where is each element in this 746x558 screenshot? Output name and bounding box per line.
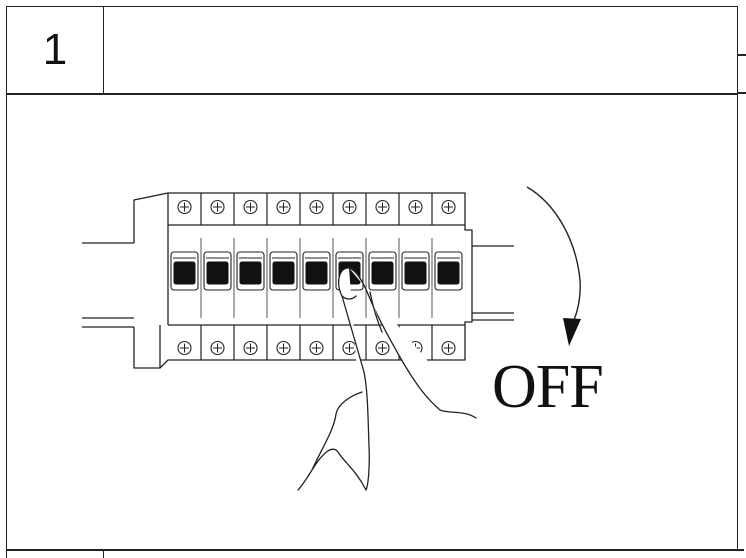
- toggle-lever: [305, 261, 328, 285]
- toggle-lever: [173, 261, 196, 285]
- off-label: OFF: [492, 353, 604, 421]
- toggle-lever: [437, 261, 460, 285]
- toggle-lever: [272, 261, 295, 285]
- off-arrow: [526, 186, 581, 321]
- toggle-lever: [371, 261, 394, 285]
- hand: [297, 267, 477, 491]
- panel-frame: [6, 6, 738, 551]
- edge-mark: [738, 54, 746, 56]
- breaker-poles: [170, 193, 463, 360]
- next-step-divider: [104, 549, 744, 551]
- toggle-lever: [404, 261, 427, 285]
- toggle-lever: [206, 261, 229, 285]
- breaker-body: [133, 192, 473, 369]
- arrow-head: [563, 318, 581, 346]
- edge-mark: [738, 92, 746, 94]
- header-divider: [6, 93, 738, 95]
- toggle-lever: [239, 261, 262, 285]
- din-rail: [82, 242, 514, 328]
- next-step-box: [6, 549, 104, 558]
